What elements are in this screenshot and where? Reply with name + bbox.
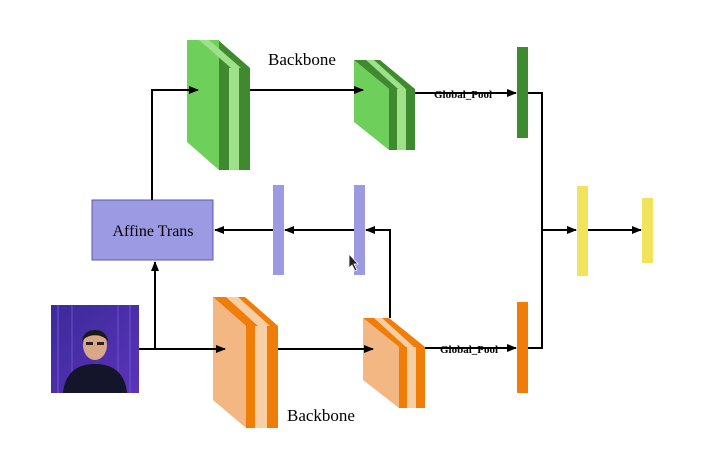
purple-bar-left [273,185,284,275]
backbone-bottom-large-block [213,297,278,428]
affine-trans-box: Affine Trans [91,199,214,261]
purple-bar-right [354,185,365,275]
global-pool-bottom-label: Global_Pool [440,344,498,356]
affine-trans-label: Affine Trans [112,223,193,240]
backbone-top-label: Backbone [268,50,336,69]
backbone-bottom-small-block [363,318,425,408]
mouse-cursor-icon [348,252,359,272]
global-pool-top-label: Global_Pool [434,89,492,101]
yellow-bar-right [642,198,653,263]
yellow-bar-left [577,186,588,276]
arrows [139,86,642,353]
input-photo [51,305,139,393]
backbone-bottom-label: Backbone [287,406,355,425]
orange-feature-bar [517,302,528,393]
green-feature-bar [517,47,528,138]
backbone-top-large-block [187,40,250,170]
backbone-top-small-block [354,60,415,150]
